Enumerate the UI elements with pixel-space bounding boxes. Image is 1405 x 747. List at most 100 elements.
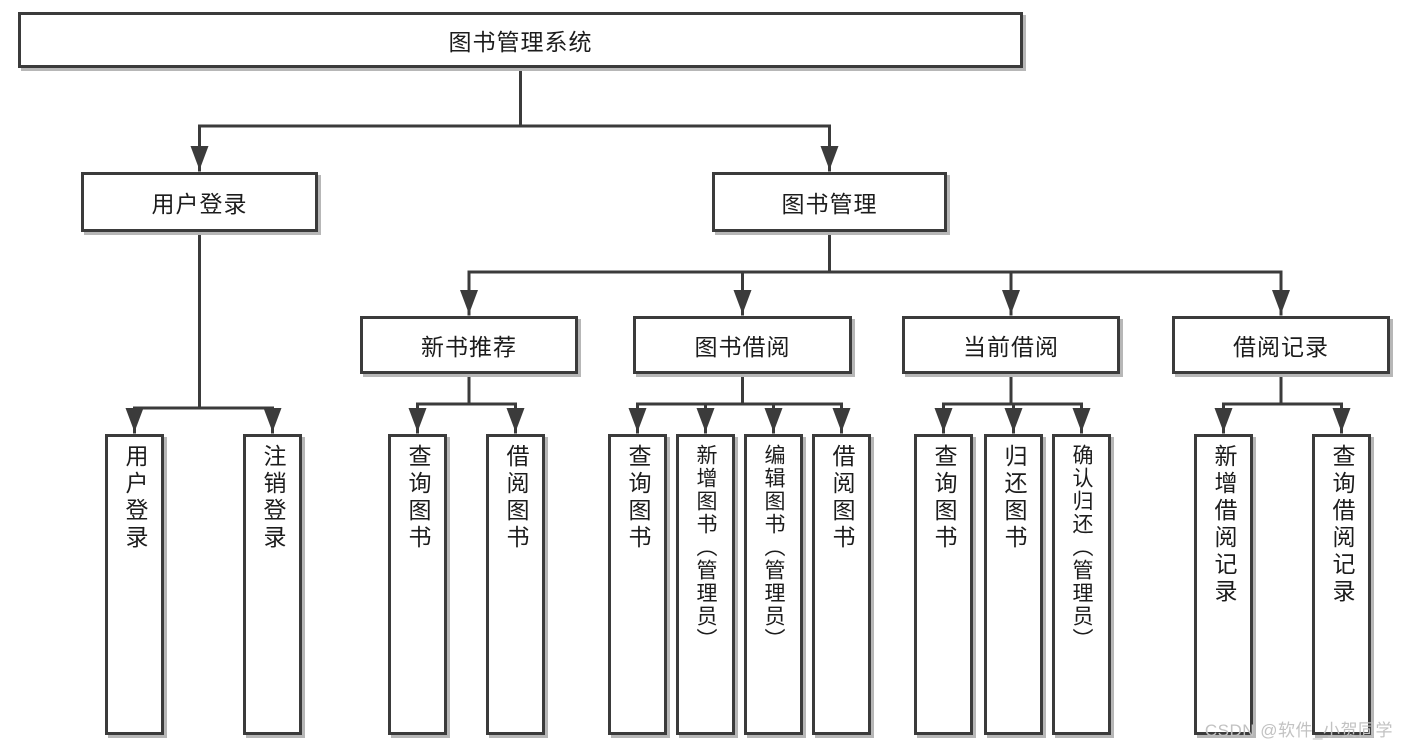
- node-rect[interactable]: [712, 172, 947, 232]
- node-leaf-6[interactable]: [744, 434, 807, 739]
- node-rect[interactable]: [1194, 434, 1253, 735]
- leaf-label-确认归还管理员: 确认归还（管理员）: [1070, 444, 1093, 651]
- node-rect[interactable]: [18, 12, 1023, 68]
- node-leaf-2[interactable]: [388, 434, 451, 739]
- node-rect[interactable]: [388, 434, 447, 735]
- leaf-label-wrap-9: 归还图书: [984, 444, 1043, 725]
- node-l3-label-wrap-2: 当前借阅: [902, 316, 1120, 374]
- boxes-layer: [18, 12, 1394, 739]
- node-rect[interactable]: [608, 434, 667, 735]
- leaf-label-借阅图书: 借阅图书: [829, 444, 855, 552]
- node-label-当前借阅: 当前借阅: [963, 334, 1059, 360]
- leaf-label-wrap-3: 借阅图书: [486, 444, 545, 725]
- arrow-借阅记录-to-leaf-12: [1332, 408, 1351, 432]
- leaf-label-查询图书: 查询图书: [625, 444, 651, 552]
- arrow-图书借阅-to-leaf-6: [764, 408, 783, 432]
- node-rect[interactable]: [914, 434, 973, 735]
- arrow-新书推荐-to-leaf-3: [506, 408, 525, 432]
- arrow-当前借阅-to-leaf-8: [934, 408, 953, 432]
- node-l2-1[interactable]: [712, 172, 951, 236]
- arrow-图书借阅-to-leaf-4: [628, 408, 647, 432]
- leaf-label-查询借阅记录: 查询借阅记录: [1329, 444, 1355, 606]
- node-l3-label-wrap-1: 图书借阅: [633, 316, 852, 374]
- leaf-label-wrap-11: 新增借阅记录: [1194, 444, 1253, 725]
- arrow-l2-to-l3-1: [733, 290, 752, 314]
- arrow-当前借阅-to-leaf-10: [1072, 408, 1091, 432]
- leaf-label-wrap-8: 查询图书: [914, 444, 973, 725]
- node-leaf-11[interactable]: [1194, 434, 1257, 739]
- leaf-label-wrap-1: 注销登录: [243, 444, 302, 725]
- node-rect[interactable]: [243, 434, 302, 735]
- leaf-label-注销登录: 注销登录: [260, 444, 286, 552]
- node-root-0[interactable]: [18, 12, 1027, 72]
- watermark-text: CSDN @软件_小贺同学: [1204, 721, 1393, 740]
- node-l3-label-wrap-0: 新书推荐: [360, 316, 578, 374]
- node-leaf-9[interactable]: [984, 434, 1047, 739]
- node-l3-1[interactable]: [633, 316, 856, 378]
- node-label-新书推荐: 新书推荐: [421, 334, 517, 360]
- leaf-label-wrap-4: 查询图书: [608, 444, 667, 725]
- node-rect[interactable]: [360, 316, 578, 374]
- leaf-label-wrap-0: 用户登录: [105, 444, 164, 725]
- leaf-label-wrap-2: 查询图书: [388, 444, 447, 725]
- leaf-label-借阅图书: 借阅图书: [503, 444, 529, 552]
- arrow-l2-to-l3-0: [460, 290, 478, 314]
- arrow-借阅记录-to-leaf-11: [1214, 408, 1233, 432]
- node-leaf-4[interactable]: [608, 434, 671, 739]
- leaf-label-wrap-5: 新增图书（管理员）: [676, 444, 735, 725]
- arrow-用户登录-to-leaf-1: [263, 408, 282, 432]
- node-rect[interactable]: [902, 316, 1120, 374]
- leaf-label-用户登录: 用户登录: [122, 444, 148, 552]
- node-leaf-12[interactable]: [1312, 434, 1375, 739]
- arrow-l2-to-l3-3: [1272, 290, 1290, 314]
- node-rect[interactable]: [1172, 316, 1390, 374]
- node-leaf-3[interactable]: [486, 434, 549, 739]
- leaf-label-新增图书管理员: 新增图书（管理员）: [694, 444, 717, 651]
- node-l2-label-wrap-0: 用户登录: [81, 172, 318, 232]
- node-leaf-7[interactable]: [812, 434, 875, 739]
- node-l3-2[interactable]: [902, 316, 1124, 378]
- node-rect[interactable]: [1312, 434, 1371, 735]
- node-rect[interactable]: [633, 316, 852, 374]
- connectors-layer: [125, 66, 1351, 434]
- node-l2-0[interactable]: [81, 172, 322, 236]
- arrow-root-to-l2-1: [820, 146, 839, 170]
- node-rect[interactable]: [81, 172, 318, 232]
- leaf-label-wrap-6: 编辑图书（管理员）: [744, 444, 803, 725]
- node-l3-0[interactable]: [360, 316, 582, 378]
- leaf-label-归还图书: 归还图书: [1001, 444, 1027, 552]
- node-rect[interactable]: [812, 434, 871, 735]
- leaf-label-编辑图书管理员: 编辑图书（管理员）: [762, 444, 785, 651]
- node-rect[interactable]: [486, 434, 545, 735]
- node-leaf-10[interactable]: [1052, 434, 1115, 739]
- node-l3-label-wrap-3: 借阅记录: [1172, 316, 1390, 374]
- node-rect[interactable]: [676, 434, 735, 735]
- node-rect[interactable]: [1052, 434, 1111, 735]
- node-root-label-wrap-0: 图书管理系统: [18, 12, 1023, 68]
- arrow-root-to-l2-0: [190, 146, 209, 170]
- leaf-label-wrap-7: 借阅图书: [812, 444, 871, 725]
- node-leaf-8[interactable]: [914, 434, 977, 739]
- node-leaf-1[interactable]: [243, 434, 306, 739]
- leaf-label-查询图书: 查询图书: [405, 444, 431, 552]
- node-l3-3[interactable]: [1172, 316, 1394, 378]
- arrow-l2-to-l3-2: [1002, 290, 1020, 314]
- arrow-当前借阅-to-leaf-9: [1004, 408, 1023, 432]
- node-rect[interactable]: [984, 434, 1043, 735]
- node-leaf-0[interactable]: [105, 434, 168, 739]
- node-label-借阅记录: 借阅记录: [1233, 334, 1329, 360]
- node-l2-label-wrap-1: 图书管理: [712, 172, 947, 232]
- leaf-label-wrap-10: 确认归还（管理员）: [1052, 444, 1111, 725]
- node-rect[interactable]: [744, 434, 803, 735]
- node-label-图书借阅: 图书借阅: [694, 334, 791, 360]
- arrow-图书借阅-to-leaf-7: [832, 408, 851, 432]
- leaf-label-查询图书: 查询图书: [931, 444, 957, 552]
- node-leaf-5[interactable]: [676, 434, 739, 739]
- arrow-用户登录-to-leaf-0: [125, 408, 144, 432]
- node-rect[interactable]: [105, 434, 164, 735]
- arrow-图书借阅-to-leaf-5: [696, 408, 715, 432]
- node-label-用户登录: 用户登录: [151, 191, 248, 217]
- arrow-新书推荐-to-leaf-2: [408, 408, 427, 432]
